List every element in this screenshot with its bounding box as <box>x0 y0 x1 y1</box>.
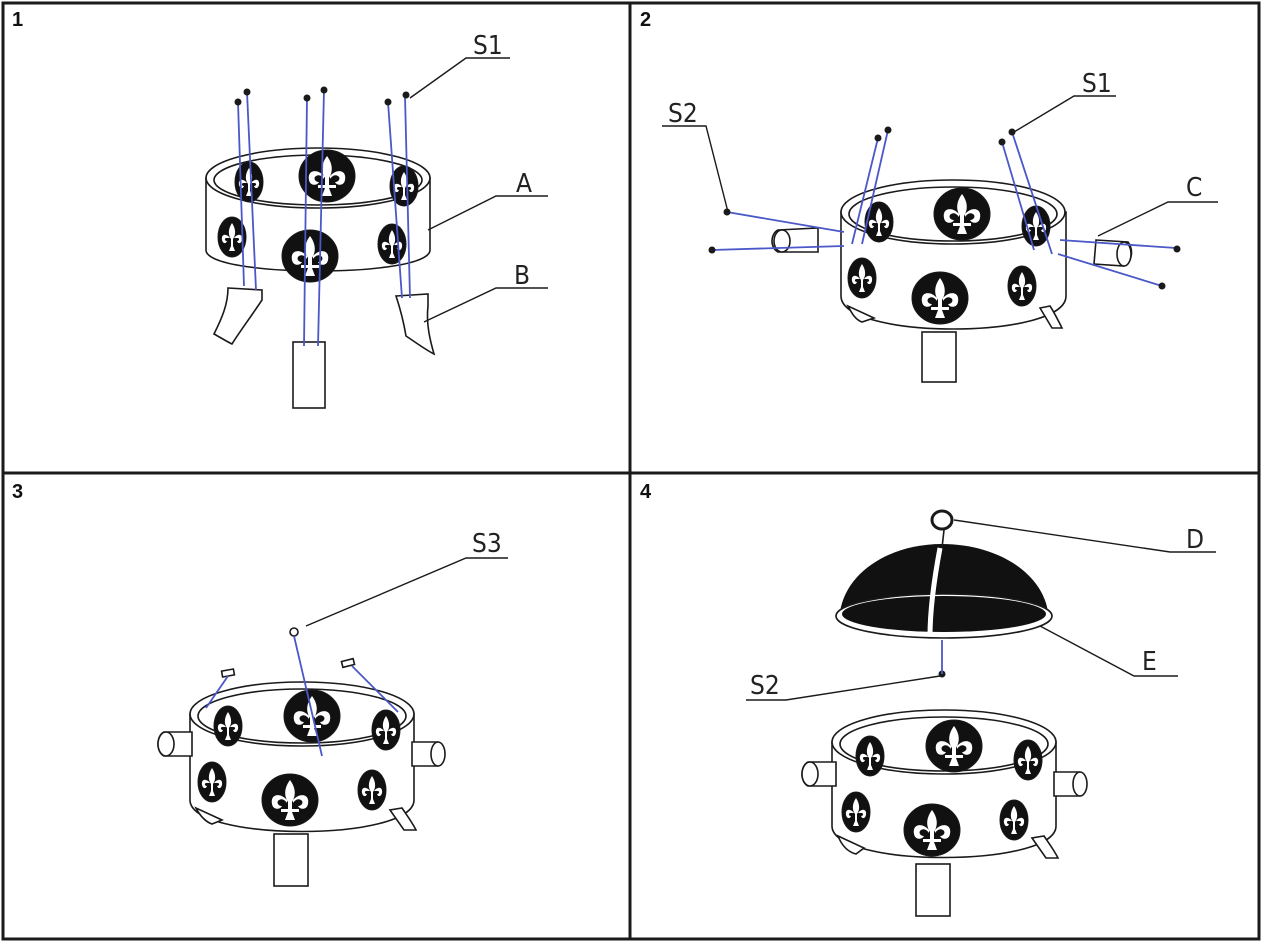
callout-d: D <box>1186 525 1204 555</box>
step-number-4: 4 <box>640 481 652 503</box>
callouts: S3 <box>305 529 508 627</box>
panel-3: 3 <box>12 481 508 887</box>
legs <box>212 287 436 409</box>
callout-s3: S3 <box>472 529 502 559</box>
fire-bowl <box>801 709 1088 917</box>
callouts: S1 A B <box>409 31 548 323</box>
panel-4: 4 <box>640 481 1216 917</box>
bolts-s3 <box>205 627 399 757</box>
callout-s1: S1 <box>473 31 503 61</box>
callouts: D S2 E <box>746 519 1216 701</box>
callout-s1: S1 <box>1082 69 1112 99</box>
step-number-2: 2 <box>640 9 651 31</box>
handles <box>771 227 1133 267</box>
fire-bowl <box>205 147 431 283</box>
callout-b: B <box>514 261 530 291</box>
callout-s2: S2 <box>668 99 698 129</box>
callouts: S2 S1 C <box>662 69 1218 237</box>
callout-a: A <box>516 169 532 199</box>
spark-screen <box>835 509 1053 639</box>
step-number-1: 1 <box>12 9 23 31</box>
bolts-s1 <box>234 86 411 347</box>
panel-1: 1 <box>12 9 548 409</box>
fire-bowl <box>157 681 446 887</box>
fire-bowl <box>840 179 1067 383</box>
callout-e: E <box>1142 647 1157 677</box>
callout-c: C <box>1186 173 1202 203</box>
step-number-3: 3 <box>12 481 23 503</box>
callout-s2: S2 <box>750 671 780 701</box>
bolts <box>708 126 1181 290</box>
panel-2: 2 <box>640 9 1218 383</box>
